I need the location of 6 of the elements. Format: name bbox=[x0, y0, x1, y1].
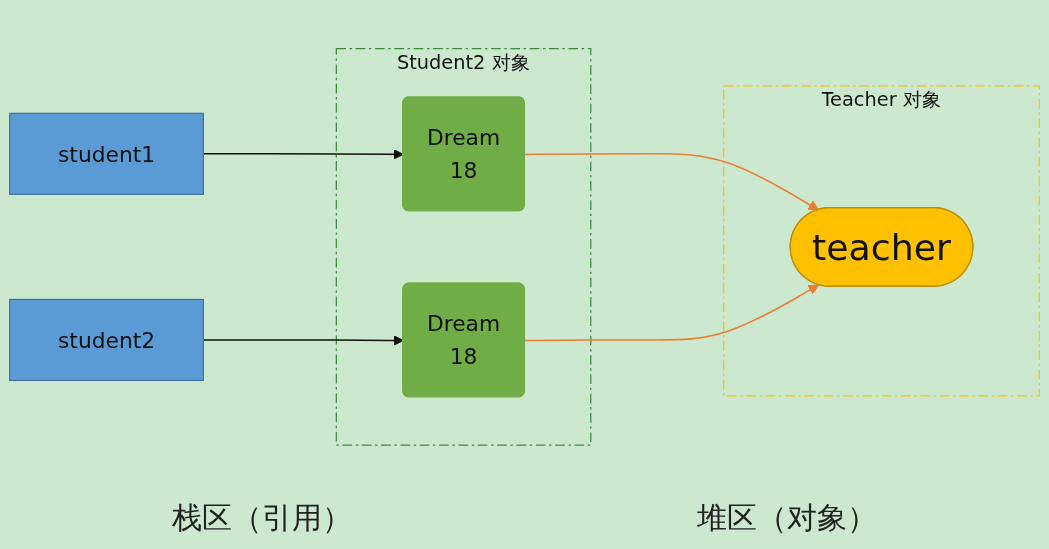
node-box: student1 bbox=[9, 112, 204, 196]
arrow bbox=[524, 153, 819, 211]
area-label: 堆区（对象） bbox=[696, 499, 877, 537]
arrow bbox=[524, 284, 819, 342]
node-box: student2 bbox=[9, 298, 204, 382]
area-label: 栈区（引用） bbox=[172, 499, 353, 537]
